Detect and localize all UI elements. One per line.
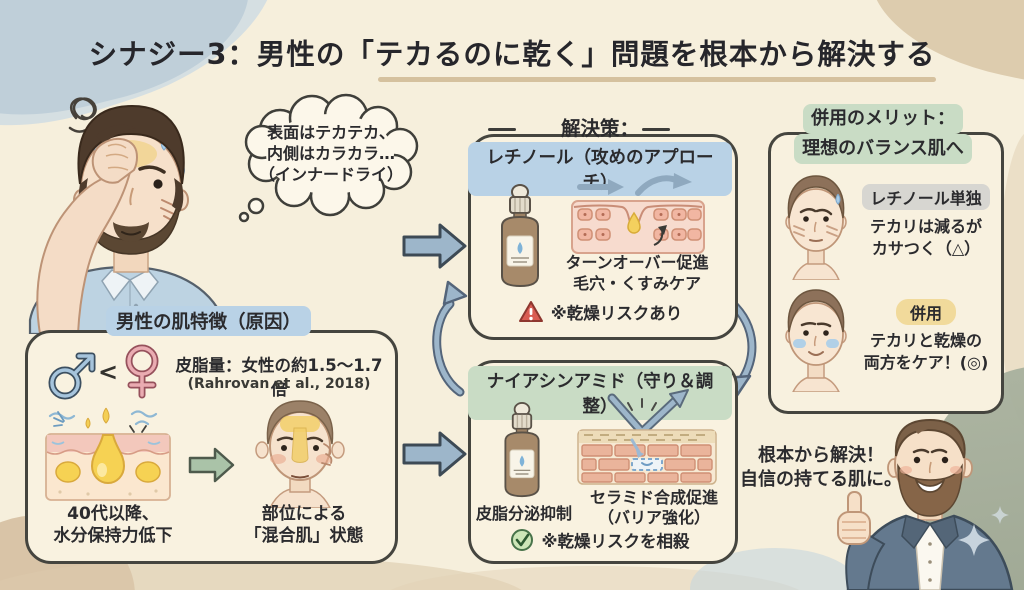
face-combined-use xyxy=(785,289,847,392)
conclusion-text: 根本から解決！ 自信の持てる肌に。 xyxy=(736,444,906,492)
case1-text: テカリは減るが カサつく（△） xyxy=(856,216,996,260)
retinol-effect-2: 毛穴・くすみケア xyxy=(572,274,701,293)
caption-left-line1: 40代以降、 xyxy=(67,504,159,524)
male-symbol-icon xyxy=(48,352,96,400)
thought-bubble-text: 表面はテカテカ、 内側はカラカラ… （インナードライ） xyxy=(246,122,416,185)
thought-bubble xyxy=(238,93,419,223)
check-circle-icon xyxy=(511,529,534,551)
case2-line2: 両方をケア！(◎) xyxy=(863,353,989,372)
flow-arrow-to-niacinamide xyxy=(402,431,467,477)
case2-text: テカリと乾燥の 両方をケア！(◎) xyxy=(856,330,996,374)
niacinamide-effects: セラミド合成促進 （バリア強化） xyxy=(582,488,726,528)
sebum-fact: 皮脂量：女性の約1.5～1.7倍 xyxy=(175,356,383,399)
solution-dash-right xyxy=(642,128,670,131)
retinol-warning-text: ※乾燥リスクあり xyxy=(550,304,683,323)
warning-triangle-icon xyxy=(518,301,543,322)
confident-man-illustration xyxy=(837,418,1014,590)
sebum-skin-diagram xyxy=(45,407,171,501)
solution-label: 解決策： xyxy=(560,117,639,140)
niacinamide-effect-2: （バリア強化） xyxy=(597,508,710,527)
face-retinol-only xyxy=(785,175,847,280)
combination-skin-face xyxy=(255,400,345,508)
bubble-line-1: 表面はテカテカ、 xyxy=(267,123,395,142)
bubble-line-2: 内側はカラカラ… xyxy=(266,144,395,163)
citation: (Rahrovan et al., 2018) xyxy=(187,376,371,392)
cause-caption-left: 40代以降、 水分保持力低下 xyxy=(40,503,186,547)
benefit-title-line2: 理想のバランス肌へ xyxy=(794,134,972,164)
case1-label-row: レチノール単独 xyxy=(856,184,996,210)
serum-bottle-icon xyxy=(501,184,539,288)
niacinamide-title: ナイアシンアミド（守り＆調整） xyxy=(468,366,732,420)
niacinamide-note-text: ※乾燥リスクを相殺 xyxy=(541,532,690,551)
caption-right-line2: 「混合肌」状態 xyxy=(244,526,364,546)
retinol-effect-1: ターンオーバー促進 xyxy=(565,253,709,272)
conclusion-line2: 自信の持てる肌に。 xyxy=(740,469,902,490)
case1-line1: テカリは減るが xyxy=(869,217,982,236)
sparkle-icon xyxy=(991,506,1009,524)
cause-caption-right: 部位による 「混合肌」状態 xyxy=(228,503,380,547)
solution-dash-left xyxy=(488,128,516,131)
cycle-arrow-up xyxy=(432,280,468,397)
retinol-warning-row: ※乾燥リスクあり xyxy=(468,300,732,324)
page-title: シナジー3：男性の「テカるのに乾く」問題を根本から解決する xyxy=(88,38,936,71)
cause-arrow-icon xyxy=(188,447,235,483)
case2-label: 併用 xyxy=(895,299,956,325)
caption-right-line1: 部位による xyxy=(261,504,347,524)
benefit-title-line1: 併用のメリット： xyxy=(803,104,963,134)
cause-title-row: 男性の肌特徴（原因） xyxy=(25,306,392,336)
conclusion-line1: 根本から解決！ xyxy=(758,445,884,466)
title-underline xyxy=(378,77,936,82)
niacinamide-bottle-label: 皮脂分泌抑制 xyxy=(475,504,572,523)
niacinamide-title-row: ナイアシンアミド（守り＆調整） xyxy=(468,366,732,420)
barrier-brickwall-diagram xyxy=(577,389,717,485)
worried-man-illustration xyxy=(28,97,226,334)
comparison-symbol: < xyxy=(98,358,119,386)
niacinamide-note-row: ※乾燥リスクを相殺 xyxy=(468,528,732,552)
cause-title: 男性の肌特徴（原因） xyxy=(105,306,311,336)
case2-line1: テカリと乾燥の xyxy=(869,331,982,350)
sparkle-icon xyxy=(958,524,990,556)
serum-bottle-icon xyxy=(504,402,540,498)
caption-left-line2: 水分保持力低下 xyxy=(53,526,173,546)
case1-line2: カサつく（△） xyxy=(871,239,981,258)
benefit-panel-header: 併用のメリット： 理想のバランス肌へ xyxy=(760,104,1006,164)
female-symbol-icon xyxy=(125,344,159,399)
niacinamide-effect-1: セラミド合成促進 xyxy=(589,488,718,507)
bubble-line-3: （インナードライ） xyxy=(258,165,403,184)
case1-label: レチノール単独 xyxy=(862,184,990,210)
case2-label-row: 併用 xyxy=(856,299,996,325)
flow-arrow-to-retinol xyxy=(402,223,467,269)
skin-turnover-diagram xyxy=(571,173,705,254)
retinol-effects: ターンオーバー促進 毛穴・くすみケア xyxy=(552,252,722,294)
